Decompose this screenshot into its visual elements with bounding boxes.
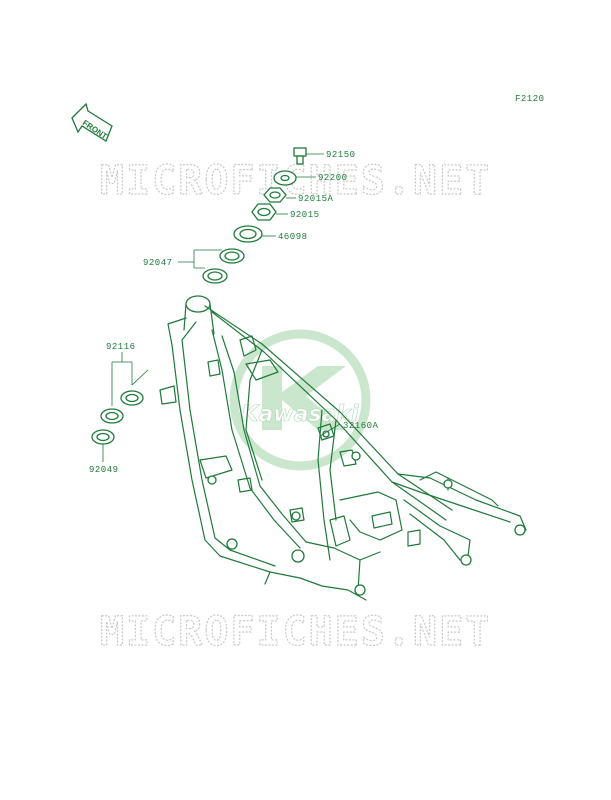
bearing-92047-lower bbox=[202, 268, 228, 284]
kawasaki-logo-watermark: Kawasaki bbox=[229, 329, 371, 471]
dust-seal-46098 bbox=[233, 225, 263, 243]
washer-92200 bbox=[273, 170, 297, 186]
motorcycle-frame-32160A bbox=[159, 295, 527, 601]
figure-code: F2120 bbox=[515, 94, 545, 104]
bearing-92116-a bbox=[120, 390, 144, 406]
part-label-92015A: 92015A bbox=[298, 194, 334, 204]
front-arrow-icon: FRONT bbox=[71, 102, 113, 142]
part-label-92200: 92200 bbox=[318, 173, 348, 183]
nut-92015 bbox=[251, 203, 277, 221]
part-label-92150: 92150 bbox=[326, 150, 356, 160]
bearing-92116-b bbox=[100, 408, 124, 424]
part-label-92015: 92015 bbox=[290, 210, 320, 220]
nut-92015A bbox=[263, 187, 287, 203]
site-watermark-bottom: MICROFICHES.NET bbox=[100, 609, 491, 655]
part-label-32160A: 32160A bbox=[343, 421, 379, 431]
bearing-92047-upper bbox=[219, 248, 245, 264]
part-label-92047: 92047 bbox=[143, 258, 173, 268]
part-label-92116: 92116 bbox=[106, 342, 136, 352]
part-label-46098: 46098 bbox=[278, 232, 308, 242]
seal-92049 bbox=[91, 429, 115, 445]
bolt-92150 bbox=[293, 147, 307, 165]
part-label-92049: 92049 bbox=[89, 465, 119, 475]
kawasaki-logo-text: Kawasaki bbox=[241, 402, 359, 427]
